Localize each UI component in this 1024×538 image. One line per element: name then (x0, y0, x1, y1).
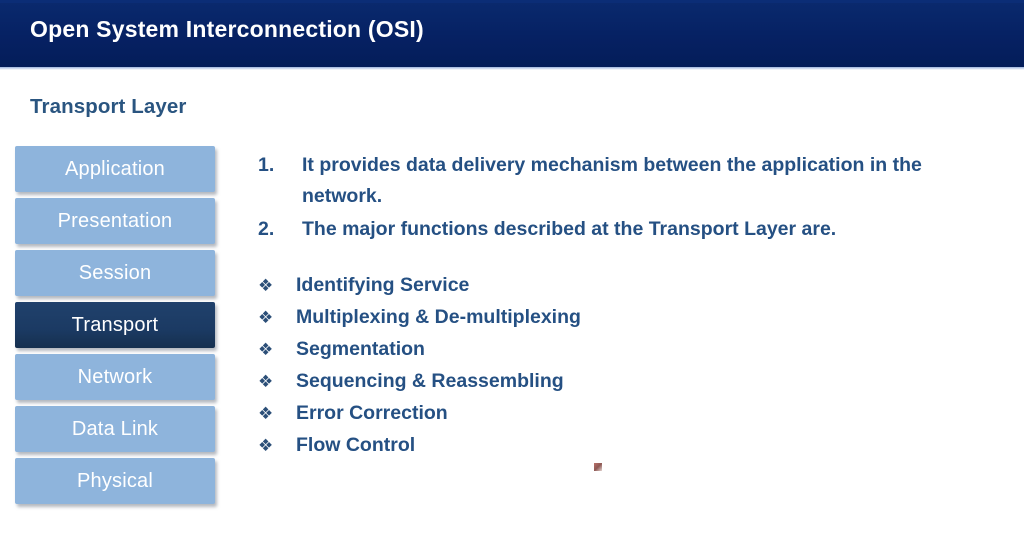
bullet-list-item: ❖ Flow Control (258, 431, 998, 460)
list-item-text: It provides data delivery mechanism betw… (302, 154, 922, 207)
bullet-item-text: Identifying Service (296, 274, 470, 296)
diamond-bullet-icon: ❖ (258, 372, 274, 392)
content-pane: 1. It provides data delivery mechanism b… (258, 150, 998, 463)
section-subtitle: Transport Layer (30, 95, 187, 118)
page-title: Open System Interconnection (OSI) (30, 16, 424, 42)
bullet-item-text: Error Correction (296, 402, 448, 424)
bullet-list-item: ❖ Multiplexing & De-multiplexing (258, 303, 998, 332)
osi-layer-label: Data Link (71, 418, 159, 440)
bullet-item-text: Sequencing & Reassembling (296, 370, 564, 392)
osi-layer-label: Presentation (57, 210, 173, 232)
osi-layer-label: Network (77, 366, 153, 388)
diamond-bullet-icon: ❖ (258, 404, 274, 424)
osi-layer-presentation[interactable]: Presentation (15, 198, 215, 244)
bullet-list-item: ❖ Sequencing & Reassembling (258, 367, 998, 396)
bullet-item-text: Multiplexing & De-multiplexing (296, 306, 581, 328)
stray-pixel-artifact (594, 463, 602, 471)
osi-layer-physical[interactable]: Physical (15, 458, 215, 504)
osi-layer-label: Session (78, 262, 152, 284)
osi-layer-label: Application (64, 158, 166, 180)
osi-layer-label: Physical (76, 470, 154, 492)
osi-layer-application[interactable]: Application (15, 146, 215, 192)
header-top-accent-line (0, 0, 1024, 3)
header-bar: Open System Interconnection (OSI) (0, 0, 1024, 67)
osi-layer-transport[interactable]: Transport (15, 302, 215, 348)
bullet-list-item: ❖ Segmentation (258, 335, 998, 364)
header-underline (0, 67, 1024, 70)
numbered-list-item: 2. The major functions described at the … (258, 214, 998, 245)
diamond-bullet-icon: ❖ (258, 436, 274, 456)
bullet-item-text: Segmentation (296, 338, 425, 360)
numbered-list: 1. It provides data delivery mechanism b… (258, 150, 998, 245)
bullet-list-item: ❖ Identifying Service (258, 271, 998, 300)
osi-layer-network[interactable]: Network (15, 354, 215, 400)
numbered-list-item: 1. It provides data delivery mechanism b… (258, 150, 998, 212)
diamond-bullet-icon: ❖ (258, 308, 274, 328)
bullet-item-text: Flow Control (296, 434, 416, 456)
bullet-list-item: ❖ Error Correction (258, 399, 998, 428)
diamond-bullet-icon: ❖ (258, 276, 274, 296)
osi-layer-stack: Application Presentation Session Transpo… (15, 146, 215, 510)
list-marker: 1. (258, 154, 275, 176)
osi-layer-label: Transport (71, 314, 159, 336)
list-marker: 2. (258, 218, 275, 240)
osi-layer-session[interactable]: Session (15, 250, 215, 296)
bullet-list: ❖ Identifying Service ❖ Multiplexing & D… (258, 271, 998, 460)
diamond-bullet-icon: ❖ (258, 340, 274, 360)
list-item-text: The major functions described at the Tra… (302, 218, 837, 240)
osi-layer-data-link[interactable]: Data Link (15, 406, 215, 452)
